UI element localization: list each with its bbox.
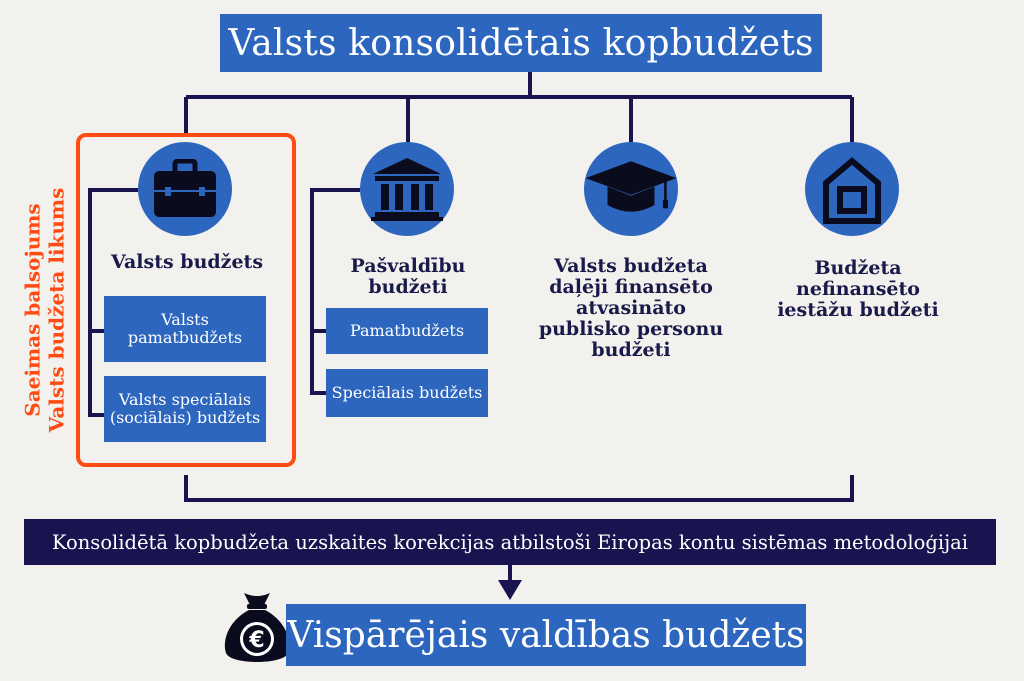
column-title-derived-public-persons: Valsts budžeta daļēji finansēto atvasinā… (538, 255, 724, 361)
vertical-label: Saeimas balsojums Valsts budžeta likums (4, 160, 84, 460)
correction-bar: Konsolidētā kopbudžeta uzskaites korekci… (24, 519, 996, 565)
column-title-state-budget: Valsts budžets (110, 251, 264, 273)
vertical-label-line2: Valsts budžeta likums (44, 187, 69, 433)
graduation-cap-icon (584, 142, 678, 236)
vertical-label-line1: Saeimas balsojums (20, 203, 45, 417)
house-icon (805, 142, 899, 236)
government-building-icon (360, 142, 454, 236)
result-title: Vispārējais valdības budžets (286, 604, 806, 666)
sub-box-state-special-budget: Valsts speciālais (sociālais) budžets (104, 376, 266, 442)
sub-box-municipal-special-budget: Speciālais budžets (326, 369, 488, 417)
svg-text:€: € (248, 628, 264, 653)
page-title: Valsts konsolidētais kopbudžets (220, 14, 822, 72)
sub-box-state-basic-budget: Valsts pamatbudžets (104, 296, 266, 362)
sub-box-municipal-basic-budget: Pamatbudžets (326, 308, 488, 354)
highlight-frame (76, 133, 296, 467)
euro-money-bag-icon: € (222, 589, 292, 665)
column-title-municipal-budgets: Pašvaldību budžeti (350, 255, 466, 298)
briefcase-icon (138, 142, 232, 236)
column-title-non-financed-institutions: Budžeta nefinansēto iestāžu budžeti (777, 257, 939, 321)
